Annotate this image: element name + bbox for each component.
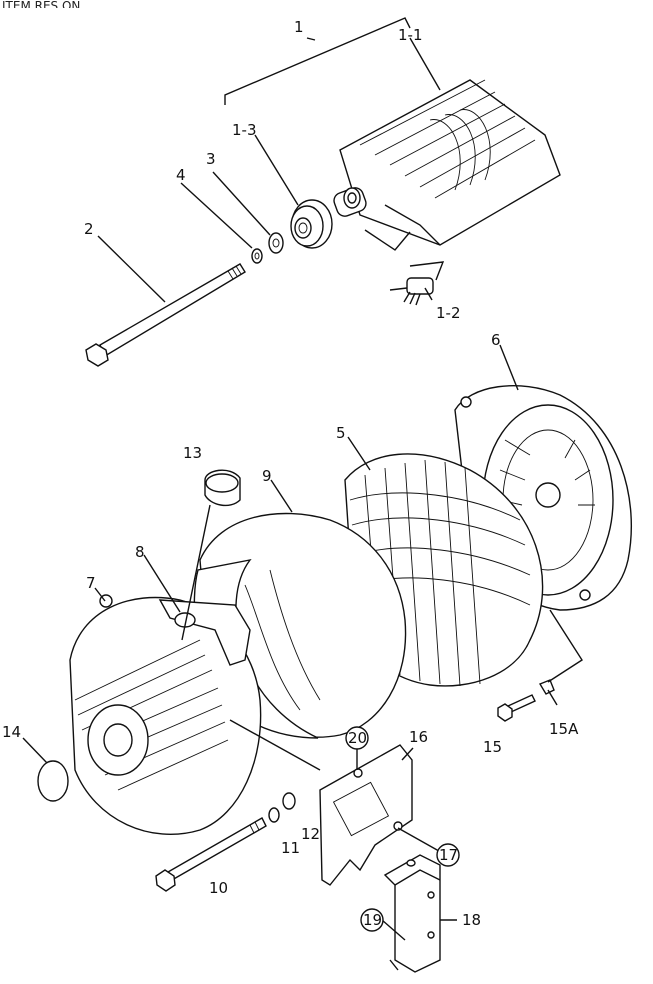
callout-17-circle	[436, 843, 460, 867]
lock-washer-part	[251, 248, 263, 264]
callout-1-3: 1-3	[232, 121, 257, 139]
page-header-fragment: ITEM RES.ON	[2, 0, 81, 8]
callout-8: 8	[135, 543, 145, 561]
callout-6: 6	[491, 331, 501, 349]
callout-13: 13	[183, 444, 202, 462]
callout-19-circle	[360, 908, 384, 932]
mounting-bracket-part	[319, 744, 413, 886]
callout-19: 19	[363, 911, 382, 929]
rotor-part	[333, 79, 561, 251]
callout-15: 15	[483, 738, 502, 756]
leader-lines	[22, 37, 583, 941]
clip-15a-part	[538, 679, 555, 695]
callout-10: 10	[209, 879, 228, 897]
callout-17: 17	[439, 846, 458, 864]
inspection-cover-part	[37, 760, 69, 802]
cap-plug-part	[181, 469, 241, 641]
washer-11-part	[268, 807, 280, 823]
callout-1-2: 1-2	[436, 304, 461, 322]
rectifier-part	[389, 261, 445, 306]
callout-18: 18	[462, 911, 481, 929]
callout-5: 5	[336, 424, 346, 442]
callout-1-1: 1-1	[398, 26, 423, 44]
front-end-bracket-part	[69, 594, 262, 835]
washer-part	[268, 232, 284, 254]
callout-20: 20	[348, 729, 367, 747]
callout-9: 9	[262, 467, 272, 485]
callout-12: 12	[301, 825, 320, 843]
callout-1: 1	[294, 18, 304, 36]
mounting-bolt-part	[155, 817, 267, 892]
callout-14: 14	[2, 723, 21, 741]
callout-15a: 15A	[549, 720, 579, 738]
bearing-part	[290, 199, 333, 249]
bolt-15-part	[497, 694, 536, 722]
assembly-1-bracket	[224, 17, 411, 105]
callout-11: 11	[281, 839, 300, 857]
callout-3: 3	[206, 150, 216, 168]
callout-16: 16	[409, 728, 428, 746]
callout-4: 4	[176, 166, 186, 184]
foot-bracket-part	[383, 854, 441, 973]
callout-2: 2	[84, 220, 94, 238]
washer-12-part	[282, 792, 296, 810]
callout-7: 7	[86, 574, 96, 592]
through-bolt-part	[85, 263, 246, 367]
callout-labels: 1 1-1 1-3 3 4 2 1-2 6 5 13 9 8 7 14 15 1…	[2, 18, 579, 932]
callout-20-circle	[345, 726, 369, 750]
